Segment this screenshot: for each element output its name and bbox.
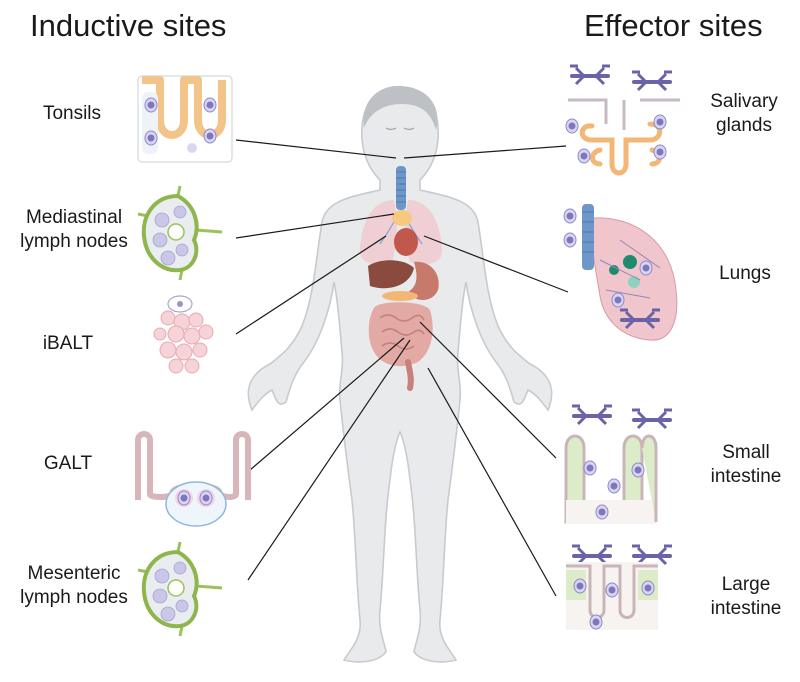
ibalt-illustration <box>153 295 214 374</box>
stomach <box>408 261 439 300</box>
human-body-figure <box>247 85 553 663</box>
effector-sites-heading: Effector sites <box>584 8 763 43</box>
label-tonsils: Tonsils <box>42 103 102 124</box>
mesenteric-lymph-node-illustration <box>137 541 223 637</box>
connector-large-intestine <box>427 367 557 597</box>
body-silhouette <box>247 87 553 663</box>
pancreas <box>382 291 418 301</box>
connector-lungs <box>423 235 569 293</box>
left-lung <box>359 200 397 265</box>
heart <box>394 228 418 256</box>
tonsils-illustration <box>137 75 233 163</box>
galt-illustration <box>135 431 251 527</box>
label-lungs: Lungs <box>719 263 771 284</box>
mediastinal-lymph-node-illustration <box>137 185 223 281</box>
connector-salivary <box>403 145 567 159</box>
label-ibalt: iBALT <box>42 333 94 354</box>
label-small-intestine: Small intestine <box>710 442 782 487</box>
label-mesenteric-lymph-nodes: Mesenteric lymph nodes <box>20 563 128 608</box>
large-intestine-body <box>405 359 414 391</box>
hair <box>363 85 438 130</box>
closed-eyes <box>385 127 415 131</box>
connector-lines <box>235 139 569 597</box>
connector-mesenteric <box>247 339 411 581</box>
label-galt: GALT <box>43 453 93 474</box>
connector-tonsils <box>235 139 397 159</box>
connector-ibalt <box>235 235 387 335</box>
connector-galt <box>249 337 405 471</box>
connector-mediastinal <box>235 213 395 239</box>
small-intestine-illustration <box>564 404 674 524</box>
thymus <box>392 210 412 226</box>
lungs-effector-illustration <box>563 204 678 341</box>
liver <box>368 260 414 289</box>
label-mediastinal-lymph-nodes: Mediastinal lymph nodes <box>20 207 128 252</box>
label-salivary-glands: Salivary glands <box>710 91 778 136</box>
trachea <box>396 166 406 210</box>
salivary-glands-illustration <box>565 64 680 176</box>
label-large-intestine: Large intestine <box>710 574 782 619</box>
inductive-sites-heading: Inductive sites <box>30 8 227 43</box>
large-intestine-illustration <box>566 544 674 630</box>
connector-small-intestine <box>419 321 557 459</box>
